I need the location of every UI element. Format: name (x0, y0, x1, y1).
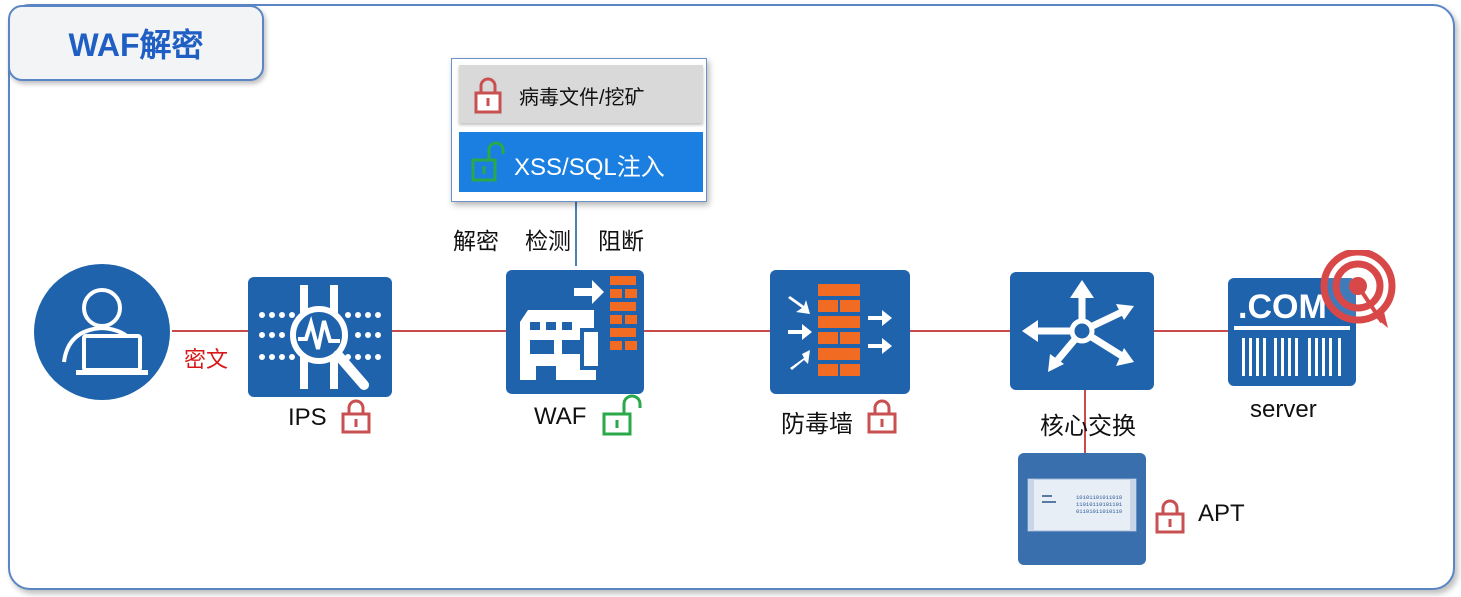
unlocked-padlock-icon (471, 141, 505, 182)
connection-popup-waf (575, 200, 577, 266)
ips-lock (340, 398, 372, 434)
waf-device[interactable] (506, 270, 644, 394)
connection-switch-apt (1084, 382, 1086, 454)
apt-binary-line-1: 10101101011010 (1076, 494, 1122, 501)
ips-device[interactable] (248, 277, 392, 397)
user-node[interactable] (32, 262, 172, 402)
connection-ips-waf (392, 330, 508, 332)
popup-row-xss-sql[interactable]: XSS/SQL注入 (459, 132, 703, 192)
core-switch-device[interactable] (1010, 272, 1154, 390)
apt-lock (1154, 498, 1186, 534)
firewall-label: 防毒墙 (781, 411, 853, 438)
locked-padlock-icon (341, 399, 371, 434)
step-decrypt: 解密 (453, 228, 499, 254)
popup-row2-label: XSS/SQL注入 (514, 154, 665, 181)
server-icon: .COM (1228, 248, 1396, 386)
firewall-device[interactable] (770, 270, 910, 394)
core-switch-label: 核心交换 (1040, 413, 1136, 440)
server-label: server (1250, 396, 1317, 423)
waf-label: WAF (534, 403, 587, 430)
waf-lock (600, 394, 646, 438)
user-laptop-icon (34, 264, 170, 400)
ciphertext-label: 密文 (184, 347, 229, 372)
apt-device[interactable]: 10101101011010 11010110101101 0110101101… (1018, 453, 1146, 565)
popup-row1-label: 病毒文件/挖矿 (519, 87, 645, 109)
firewall-lock (866, 398, 898, 434)
server-device[interactable]: .COM (1228, 248, 1398, 388)
locked-padlock-icon (474, 77, 502, 114)
target-icon (1320, 248, 1396, 328)
step-detect: 检测 (525, 228, 571, 254)
locked-padlock-icon (867, 399, 897, 434)
locked-padlock-icon (1155, 499, 1185, 534)
apt-binary-line-3: 01101011010110 (1076, 508, 1122, 515)
apt-label: APT (1198, 500, 1245, 527)
server-com-text: .COM (1238, 288, 1327, 326)
ips-icon (248, 277, 392, 397)
connection-waf-firewall (643, 330, 771, 332)
waf-icon (506, 270, 644, 394)
connection-switch-server (1153, 330, 1229, 332)
step-block: 阻断 (598, 228, 644, 254)
popup-row-virus-mining[interactable]: 病毒文件/挖矿 (459, 65, 703, 123)
ips-label: IPS (288, 404, 327, 431)
connection-user-ips (172, 330, 250, 332)
apt-appliance-icon: 10101101011010 11010110101101 0110101101… (1018, 453, 1146, 565)
core-switch-icon (1010, 272, 1154, 390)
waf-detection-popup: 病毒文件/挖矿 XSS/SQL注入 (451, 58, 707, 202)
unlocked-padlock-icon (602, 394, 642, 436)
connection-firewall-switch (909, 330, 1011, 332)
page-title: WAF解密 (8, 5, 264, 81)
firewall-icon (770, 270, 910, 394)
apt-binary-line-2: 11010110101101 (1076, 501, 1123, 508)
